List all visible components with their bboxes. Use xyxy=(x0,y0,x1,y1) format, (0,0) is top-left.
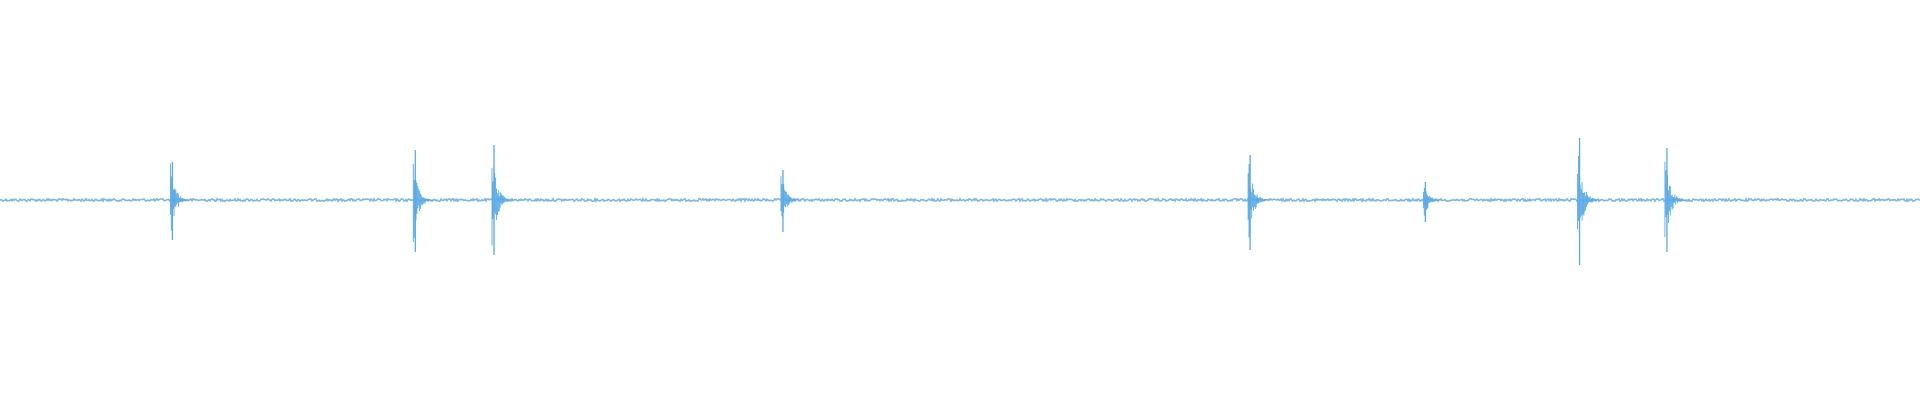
waveform-baseline-path xyxy=(0,196,1920,203)
waveform-baseline xyxy=(0,196,1920,203)
waveform-transient xyxy=(1577,138,1603,265)
waveform-transient xyxy=(1422,182,1449,222)
waveform-transients xyxy=(169,138,1690,265)
waveform-transient xyxy=(1247,155,1273,250)
waveform-transient xyxy=(491,145,517,255)
waveform-transient xyxy=(1664,148,1690,252)
waveform-transient xyxy=(412,150,439,252)
waveform-transient xyxy=(780,170,806,232)
waveform-transient xyxy=(169,162,196,240)
